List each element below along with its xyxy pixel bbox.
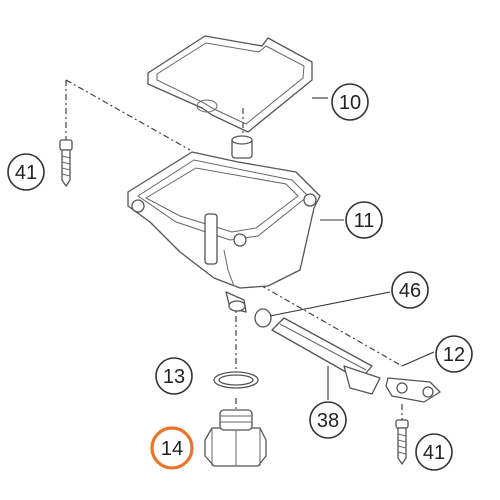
callout-10: 10 [331,83,369,121]
callout-41-top: 41 [7,153,45,191]
callout-13-label: 13 [163,366,185,388]
drain-fitting-part [254,308,272,328]
o-ring-part [213,371,259,389]
callout-14-label: 14 [161,438,183,460]
callout-46-label: 46 [399,280,421,302]
callout-41-bottom-label: 41 [423,442,445,464]
screw-bottom-part [395,419,409,465]
float-bowl-part [127,135,321,313]
callout-11-label: 11 [354,210,375,232]
assembly-line-top-screw [65,79,191,151]
hose-part [271,317,381,395]
leader-12 [401,351,435,367]
callout-12-label: 12 [443,344,465,366]
callout-10-label: 10 [339,92,361,114]
assembly-line-bottom-screw [247,277,403,420]
callout-41-bottom: 41 [415,433,453,471]
clamp-part [385,377,441,403]
callout-38-label: 38 [317,410,339,432]
callout-14-highlighted[interactable]: 14 [150,426,194,470]
callout-11: 11 [345,201,383,239]
callout-13: 13 [155,357,193,395]
screw-top-part [59,139,73,187]
callout-46: 46 [391,271,429,309]
callout-12: 12 [435,335,473,373]
callout-38: 38 [309,401,347,439]
plug-part [204,409,267,467]
gasket-part [147,35,313,133]
leader-46 [269,291,391,317]
callout-41-top-label: 41 [15,162,37,184]
